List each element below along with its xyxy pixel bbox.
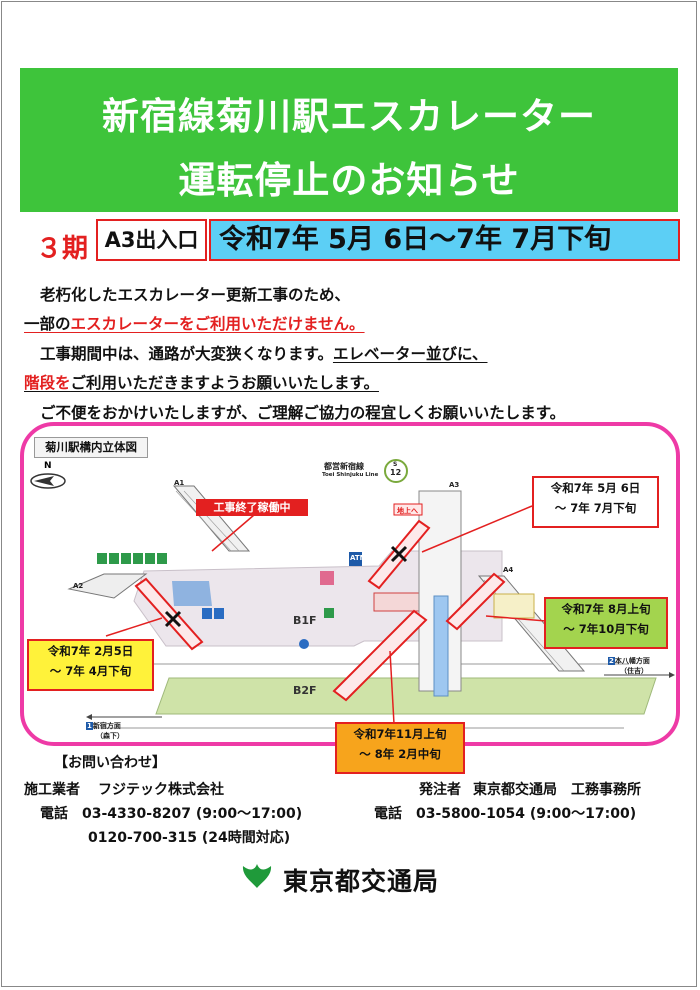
- dir-left-label: 1新宿方面: [86, 722, 121, 730]
- line-code-n: 12: [390, 468, 402, 477]
- info-icon: [202, 608, 212, 619]
- completed-tag: 工事終了稼働中: [196, 499, 308, 516]
- b2f-label: B2F: [293, 684, 317, 697]
- body-line-2: 一部のエスカレーターをご利用いただけません。: [24, 315, 365, 333]
- contractor-line: 施工業者フジテック株式会社: [24, 782, 224, 798]
- waiting-area: [172, 581, 212, 606]
- contractor-phone-24h: 0120-700-315 (24時間対応): [88, 830, 291, 846]
- shop-icon: [320, 571, 334, 585]
- leader-completed: [211, 514, 255, 552]
- line-name-en-label: Toei Shinjuku Line: [322, 472, 379, 478]
- out-of-service-icon-a3: [390, 545, 408, 563]
- a4-landing: [493, 593, 535, 619]
- coin-locker-icon: [214, 608, 224, 619]
- exit-sign-icon: [324, 608, 334, 618]
- logo-text: 東京都交通局: [283, 867, 440, 896]
- b1f-label: B1F: [293, 614, 317, 627]
- b2f-platform: [155, 677, 657, 715]
- body-line-1: 老朽化したエスカレーター更新工事のため、: [40, 286, 351, 304]
- escalator-platform-last: [332, 609, 428, 702]
- a1-stairway: [172, 485, 251, 552]
- leader-next: [485, 615, 547, 622]
- elevator-shaft: [433, 595, 449, 697]
- out-of-service-icon-a2: [164, 610, 182, 628]
- orderer-line: 発注者東京都交通局 工務事務所: [419, 782, 641, 798]
- compass-icon: N: [30, 461, 66, 489]
- callout-past-period: 令和7年 2月5日 ～ 7年 4月下旬: [27, 639, 154, 691]
- leader-current: [421, 505, 533, 553]
- callout-current-period: 令和7年 5月 6日 ～ 7年 7月下旬: [532, 476, 659, 528]
- title-banner: 新宿線菊川駅エスカレーター 運転停止のお知らせ: [20, 68, 678, 212]
- entrance-label: A3出入口: [96, 219, 207, 261]
- dir-right-label: 2本八幡方面: [608, 657, 650, 665]
- north-label: N: [44, 461, 52, 471]
- exit-a2-label: A2: [73, 582, 84, 590]
- line-code-s: S: [393, 461, 398, 468]
- leader-past: [105, 617, 163, 637]
- a2-stairway: [67, 573, 148, 599]
- arrow-right-icon: [604, 672, 675, 678]
- body-line-5: ご不便をおかけいたしますが、ご理解ご協力の程宜しくお願いいたします。: [40, 404, 566, 422]
- exit-a1-label: A1: [174, 479, 185, 487]
- station-map-diagram: N: [30, 459, 675, 729]
- body-line-4: 階段をご利用いただきますようお願いいたします。: [24, 374, 379, 392]
- exit-a4-label: A4: [503, 566, 514, 574]
- leader-last: [389, 650, 395, 725]
- map-title: 菊川駅構内立体図: [34, 437, 148, 458]
- exit-a3-label: A3: [449, 481, 460, 489]
- title-line-1: 新宿線菊川駅エスカレーター: [102, 95, 596, 138]
- shinjuku-line-logo: [384, 459, 408, 483]
- atm-icon: [349, 552, 362, 566]
- dir-left-sub-label: （森下）: [96, 732, 124, 740]
- escalator-a4-next: [445, 572, 506, 631]
- ginkgo-logo-icon: [242, 864, 272, 888]
- callout-last-period: 令和7年11月上旬 ～ 8年 2月中旬: [335, 722, 465, 774]
- arrow-left-icon: [86, 714, 162, 720]
- period-label: 令和7年 5月 6日～7年 7月下旬: [209, 219, 680, 261]
- dir-right-sub-label: （住吉）: [620, 667, 648, 675]
- phase-label: ３期: [36, 234, 89, 264]
- ground-exit-sign: [393, 503, 423, 516]
- line-name-label: 都営新宿線: [324, 462, 364, 471]
- phone-icon: [299, 639, 309, 649]
- to-ground-label: 地上へ: [397, 507, 418, 515]
- facility-icons: [97, 553, 167, 564]
- body-line-3: 工事期間中は、通路が大変狭くなります。エレベーター並びに、: [40, 345, 488, 363]
- callout-next-period: 令和7年 8月上旬 ～ 7年10月下旬: [544, 597, 668, 649]
- contact-heading: 【お問い合わせ】: [54, 755, 166, 771]
- title-line-2: 運転停止のお知らせ: [178, 159, 520, 202]
- atm-label: ATM: [350, 554, 367, 562]
